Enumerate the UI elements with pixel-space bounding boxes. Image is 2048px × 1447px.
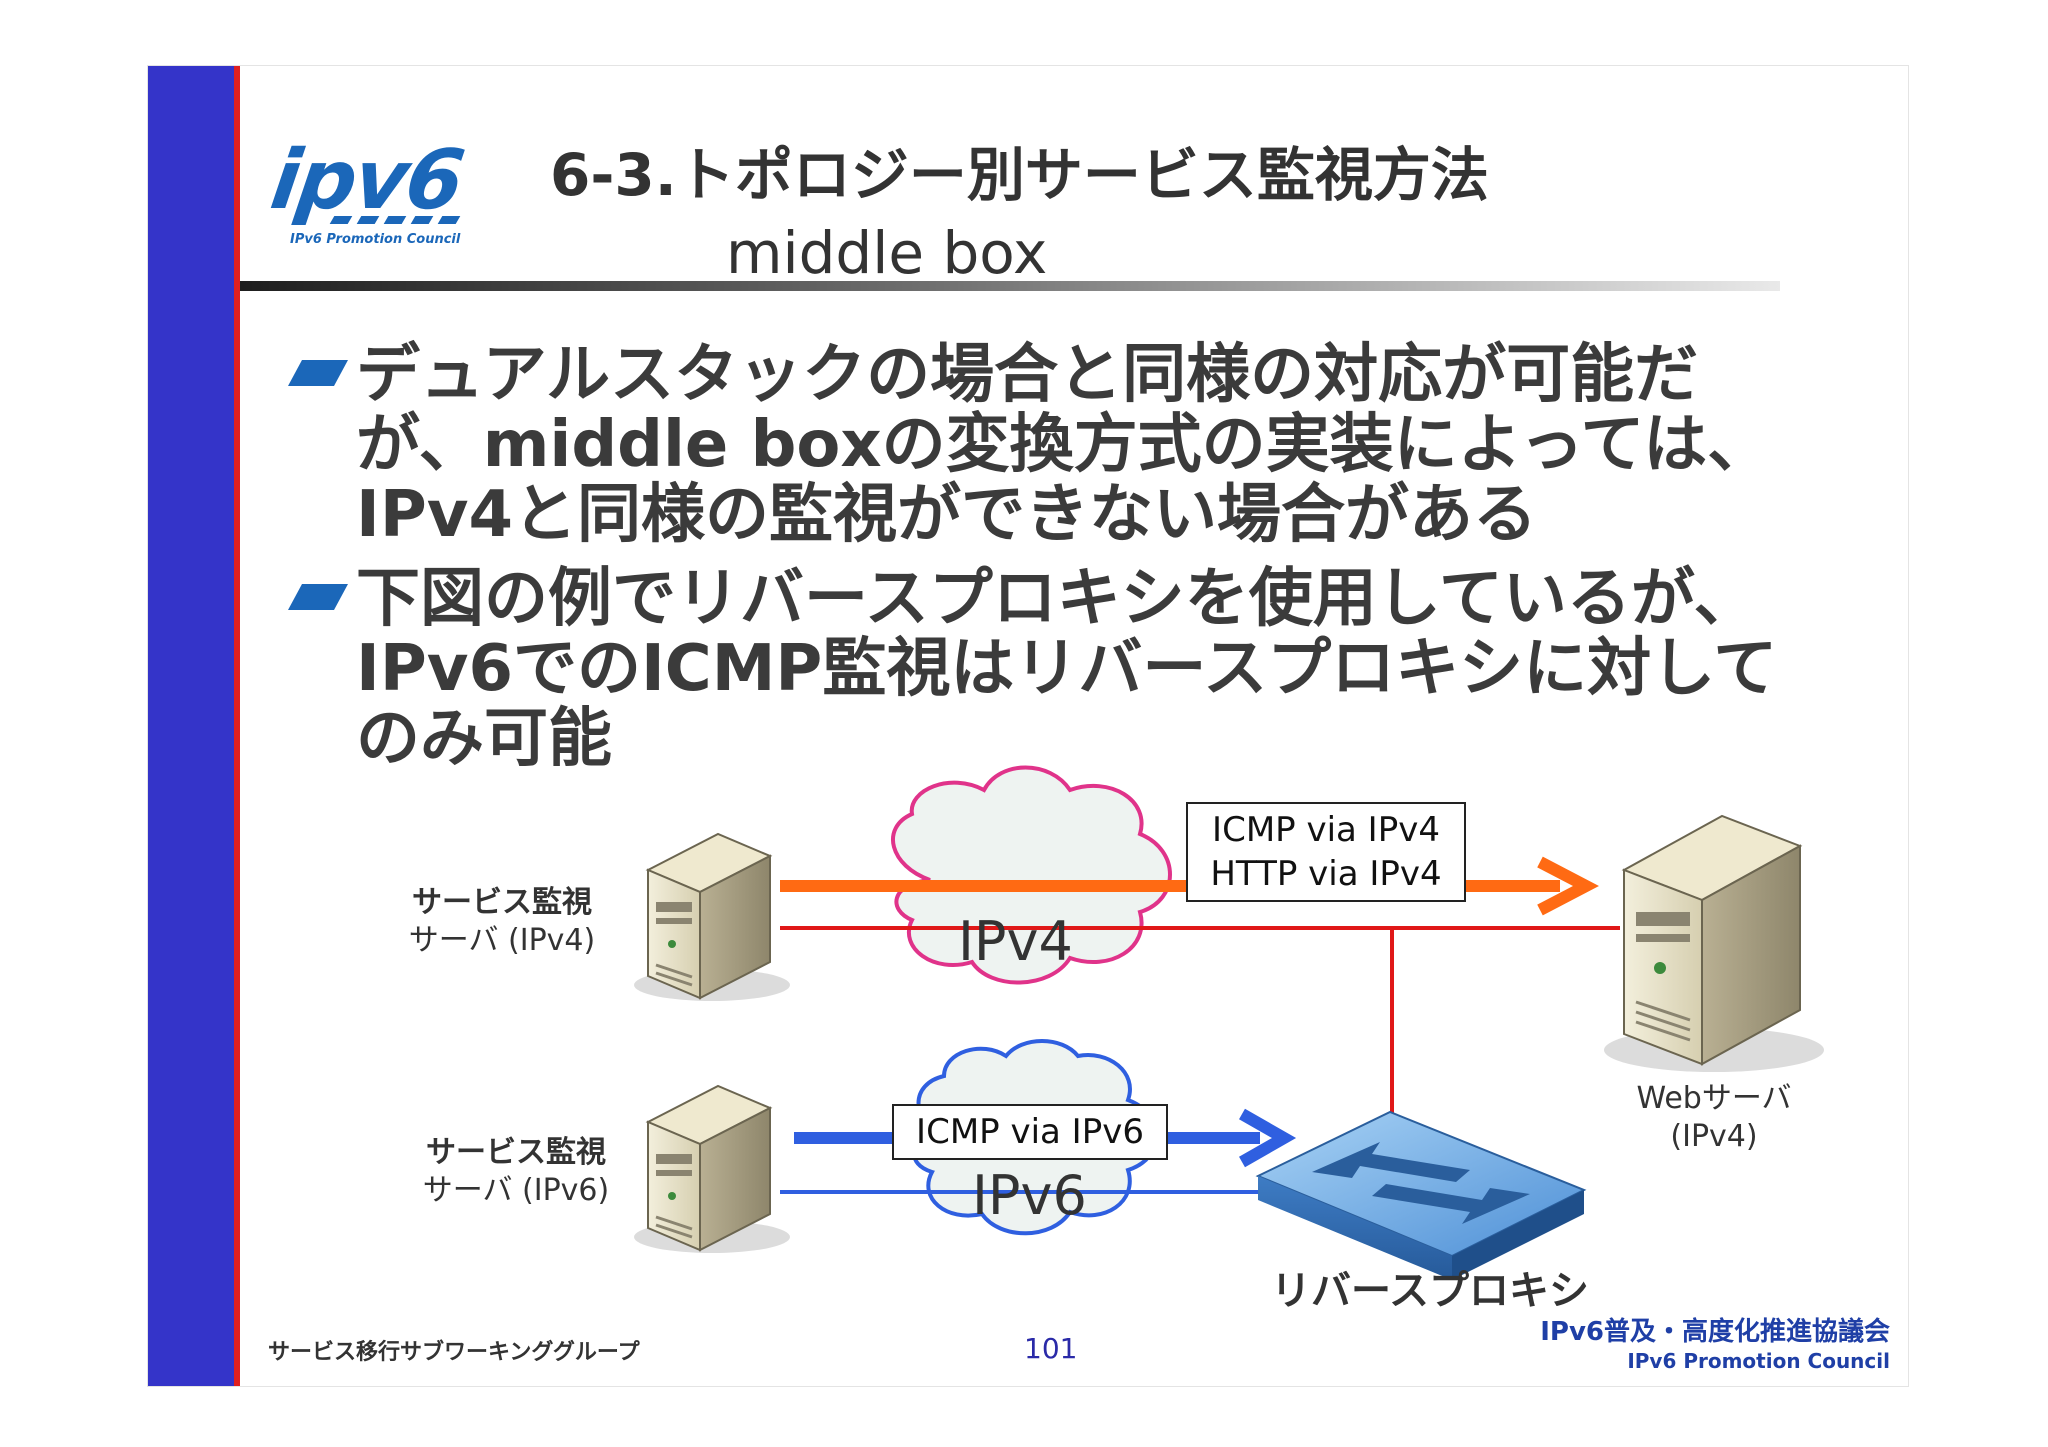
bullet-1-line-1: デュアルスタックの場合と同様の対応が可能だ bbox=[356, 338, 1699, 412]
bullet-2: 下図の例でリバースプロキシを使用しているが、 IPv6でのICMP監視はリバース… bbox=[288, 562, 1796, 776]
sidebar-blue-bar bbox=[148, 66, 234, 1386]
web-server-label-line-2: (IPv4) bbox=[1670, 1119, 1758, 1154]
bullet-2-line-2: IPv6でのICMP監視はリバースプロキシに対して bbox=[356, 632, 1778, 706]
monitor-v4-label-line-1: サービス監視 bbox=[412, 885, 592, 920]
monitor-v6-label: サービス監視 サーバ (IPv6) bbox=[396, 1134, 636, 1210]
blue-arrowhead-icon bbox=[1239, 1108, 1297, 1168]
footer-org-jp: IPv6普及・高度化推進協議会 bbox=[1540, 1317, 1890, 1347]
protocol-label-v4: ICMP via IPv4 HTTP via IPv4 bbox=[1186, 802, 1466, 902]
bullet-1-line-3: IPv4と同様の監視ができない場合がある bbox=[356, 478, 1537, 552]
bullet-1-line-2: が、middle boxの変換方式の実装によっては、 bbox=[356, 408, 1772, 482]
page-subtitle: middle box bbox=[726, 219, 1048, 287]
title-divider bbox=[240, 281, 1780, 291]
bullet-1: デュアルスタックの場合と同様の対応が可能だ が、middle boxの変換方式の… bbox=[288, 338, 1796, 552]
server-icon-monitor-v6 bbox=[634, 1084, 790, 1253]
footer-organization: IPv6普及・高度化推進協議会 IPv6 Promotion Council bbox=[1540, 1316, 1890, 1374]
orange-arrowhead-icon bbox=[1537, 856, 1599, 916]
bullet-mark-icon bbox=[288, 584, 348, 610]
monitor-v6-label-line-1: サービス監視 bbox=[426, 1135, 606, 1170]
cloud-ipv4-label: IPv4 bbox=[958, 910, 1073, 973]
footer-group-name: サービス移行サブワーキンググループ bbox=[268, 1340, 640, 1365]
monitor-v4-label-line-2: サーバ (IPv4) bbox=[408, 923, 596, 958]
page-number: 101 bbox=[1024, 1332, 1078, 1365]
monitor-v4-label: サービス監視 サーバ (IPv4) bbox=[382, 884, 622, 960]
page-title: 6-3.トポロジー別サービス監視方法 bbox=[550, 141, 1489, 209]
monitor-v6-label-line-2: サーバ (IPv6) bbox=[422, 1173, 610, 1208]
ipv6-logo: ipv6 IPv6 Promotion Council bbox=[265, 133, 524, 250]
cloud-ipv6-label: IPv6 bbox=[972, 1164, 1087, 1227]
bullet-mark-icon bbox=[288, 360, 348, 386]
sidebar-red-bar bbox=[234, 66, 240, 1386]
logo-tagline: IPv6 Promotion Council bbox=[290, 232, 461, 247]
server-icon-monitor-v4 bbox=[634, 832, 790, 1001]
bullet-2-line-3: のみ可能 bbox=[356, 702, 612, 776]
reverse-proxy-label: リバースプロキシ bbox=[1271, 1268, 1589, 1314]
bullet-2-line-1: 下図の例でリバースプロキシを使用しているが、 bbox=[356, 562, 1758, 636]
reverse-proxy-icon bbox=[1255, 1110, 1587, 1280]
web-server-label-line-1: Webサーバ bbox=[1636, 1081, 1792, 1116]
web-server-label: Webサーバ (IPv4) bbox=[1594, 1080, 1834, 1156]
protocol-label-v6: ICMP via IPv6 bbox=[892, 1104, 1168, 1160]
server-icon-web bbox=[1604, 814, 1824, 1072]
protocol-label-v4-line-1: ICMP via IPv4 bbox=[1212, 810, 1440, 850]
footer-org-en: IPv6 Promotion Council bbox=[1627, 1349, 1890, 1373]
protocol-label-v4-line-2: HTTP via IPv4 bbox=[1210, 854, 1442, 894]
